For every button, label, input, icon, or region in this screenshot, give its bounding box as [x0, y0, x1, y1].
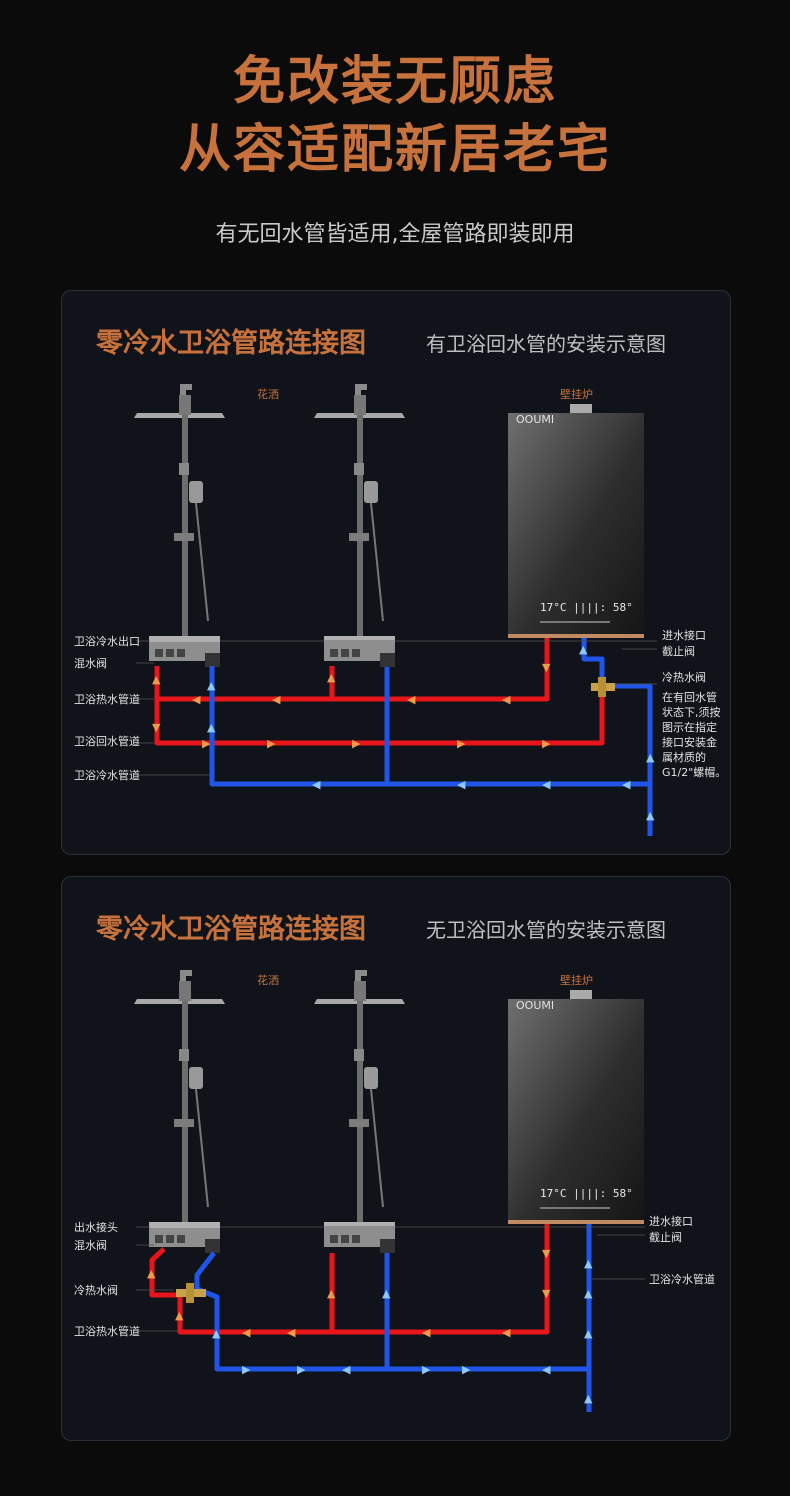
label-shower: 花洒	[257, 974, 279, 987]
shower-unit-1	[134, 384, 225, 667]
svg-text:◀: ◀	[457, 778, 466, 791]
diagram-panel-with-return: 零冷水卫浴管路连接图 有卫浴回水管的安装示意图	[61, 290, 731, 855]
flow-arrows: ◀ ◀ ◀ ◀ ▶ ▶ ▶ ▶ ▶ ▲ ▼ ▲ ▼ ◀ ◀ ◀ ◀ ▲ ▲ ▲ ▲ ▲	[152, 643, 655, 822]
svg-text:▲: ▲	[212, 1327, 221, 1340]
svg-text:▲: ▲	[207, 721, 216, 734]
boiler-display: 17°C ||||: 58°	[540, 1187, 633, 1200]
svg-text:◀: ◀	[422, 1326, 431, 1339]
svg-text:▼: ▼	[542, 1287, 551, 1300]
label-wall-boiler: 壁挂炉	[560, 387, 593, 401]
leader-lines	[136, 1226, 645, 1332]
piping-diagram: OOUMI 17°C ||||: 58° ◀ ◀ ◀ ◀ ▼ ▼ ▲ ▲ ▲ ▶ ▶ ◀ ▶…	[74, 970, 715, 1412]
svg-text:▶: ▶	[267, 737, 276, 750]
label-left-2: 冷热水阀	[74, 1283, 118, 1297]
piping-diagram: OOUMI 17°C ||||: 58° ◀ ◀ ◀ ◀ ▶ ▶ ▶ ▶ ▶ ▲ ▼	[74, 384, 726, 836]
svg-text:◀: ◀	[502, 693, 511, 706]
svg-text:OOUMI: OOUMI	[516, 999, 554, 1012]
svg-text:◀: ◀	[242, 1326, 251, 1339]
panel-subtitle: 有卫浴回水管的安装示意图	[426, 332, 666, 356]
leader-lines	[136, 640, 657, 776]
svg-text:在有回水管: 在有回水管	[662, 690, 717, 704]
svg-text:▶: ▶	[422, 1363, 431, 1376]
svg-text:▲: ▲	[646, 751, 655, 764]
installation-note: 在有回水管 状态下,须按 图示在指定 接口安装金 属材质的 G1/2"螺帽。	[662, 690, 726, 779]
svg-text:◀: ◀	[287, 1326, 296, 1339]
label-right-1: 截止阀	[649, 1230, 682, 1244]
svg-text:▲: ▲	[207, 679, 216, 692]
svg-text:OOUMI: OOUMI	[516, 413, 554, 426]
svg-text:◀: ◀	[542, 778, 551, 791]
svg-text:▶: ▶	[542, 737, 551, 750]
svg-text:▲: ▲	[327, 1287, 336, 1300]
label-right-1: 截止阀	[662, 644, 695, 658]
headline-line2: 从容适配新居老宅	[178, 120, 611, 180]
label-left-3: 卫浴回水管道	[74, 734, 140, 748]
svg-text:图示在指定: 图示在指定	[662, 720, 717, 734]
label-left-1: 混水阀	[74, 1238, 107, 1252]
svg-text:▲: ▲	[584, 1257, 593, 1270]
mixing-valve	[176, 1283, 206, 1303]
svg-text:▲: ▲	[579, 643, 588, 656]
svg-text:▼: ▼	[542, 1247, 551, 1260]
label-left-1: 混水阀	[74, 656, 107, 670]
headline-line1: 免改装无顾虑	[232, 52, 557, 112]
panel-title: 零冷水卫浴管路连接图	[96, 328, 366, 359]
panel-subtitle: 无卫浴回水管的安装示意图	[426, 918, 666, 942]
svg-text:▼: ▼	[152, 721, 161, 734]
svg-text:▲: ▲	[327, 671, 336, 684]
svg-text:◀: ◀	[272, 693, 281, 706]
boiler-display: 17°C ||||: 58°	[540, 601, 633, 614]
svg-text:◀: ◀	[192, 693, 201, 706]
panel-title: 零冷水卫浴管路连接图	[96, 914, 366, 945]
label-left-0: 卫浴冷水出口	[74, 634, 140, 648]
shower-unit-1	[134, 970, 225, 1253]
flow-arrows: ◀ ◀ ◀ ◀ ▼ ▼ ▲ ▲ ▲ ▶ ▶ ◀ ▶ ▶ ◀ ▲ ▲ ▲ ▲ ▲ ▲	[147, 1247, 593, 1405]
svg-text:▲: ▲	[584, 1287, 593, 1300]
label-left-2: 卫浴热水管道	[74, 692, 140, 706]
wall-boiler: OOUMI 17°C ||||: 58°	[508, 990, 644, 1224]
svg-text:◀: ◀	[312, 778, 321, 791]
svg-text:◀: ◀	[407, 693, 416, 706]
svg-text:◀: ◀	[502, 1326, 511, 1339]
shower-unit-2	[314, 970, 405, 1253]
diagram-panel-without-return: 零冷水卫浴管路连接图 无卫浴回水管的安装示意图	[61, 876, 731, 1441]
svg-text:接口安装金: 接口安装金	[662, 735, 717, 749]
hot-water-pipes	[154, 638, 605, 746]
svg-text:▲: ▲	[584, 1327, 593, 1340]
svg-text:▲: ▲	[147, 1267, 156, 1280]
svg-text:▲: ▲	[175, 1309, 184, 1322]
svg-text:▲: ▲	[584, 1392, 593, 1405]
svg-text:▲: ▲	[646, 809, 655, 822]
mixing-valve	[591, 677, 615, 697]
cold-water-pipes	[209, 638, 653, 836]
label-right-0: 进水接口	[649, 1215, 693, 1228]
subheadline: 有无回水管皆适用,全屋管路即装即用	[215, 222, 575, 247]
svg-text:▶: ▶	[352, 737, 361, 750]
svg-text:▶: ▶	[202, 737, 211, 750]
label-shower: 花洒	[257, 388, 279, 401]
svg-text:▶: ▶	[242, 1363, 251, 1376]
label-left-3: 卫浴热水管道	[74, 1324, 140, 1338]
svg-text:状态下,须按: 状态下,须按	[662, 705, 721, 719]
label-wall-boiler: 壁挂炉	[560, 973, 593, 987]
label-left-0: 出水接头	[74, 1220, 118, 1234]
label-left-4: 卫浴冷水管道	[74, 768, 140, 782]
svg-text:▲: ▲	[152, 673, 161, 686]
svg-text:▶: ▶	[297, 1363, 306, 1376]
svg-text:G1/2"螺帽。: G1/2"螺帽。	[662, 766, 726, 779]
label-right-2: 卫浴冷水管道	[649, 1272, 715, 1286]
label-right-0: 进水接口	[662, 629, 706, 642]
svg-text:◀: ◀	[622, 778, 631, 791]
svg-text:属材质的: 属材质的	[662, 750, 706, 764]
wall-boiler: OOUMI 17°C ||||: 58°	[508, 404, 644, 638]
cold-water-pipes	[194, 1224, 592, 1412]
label-right-2: 冷热水阀	[662, 670, 706, 684]
svg-text:▲: ▲	[382, 1287, 391, 1300]
svg-text:◀: ◀	[542, 1363, 551, 1376]
svg-text:▼: ▼	[542, 661, 551, 674]
shower-unit-2	[314, 384, 405, 667]
svg-text:◀: ◀	[342, 1363, 351, 1376]
svg-text:▶: ▶	[462, 1363, 471, 1376]
svg-text:▶: ▶	[457, 737, 466, 750]
